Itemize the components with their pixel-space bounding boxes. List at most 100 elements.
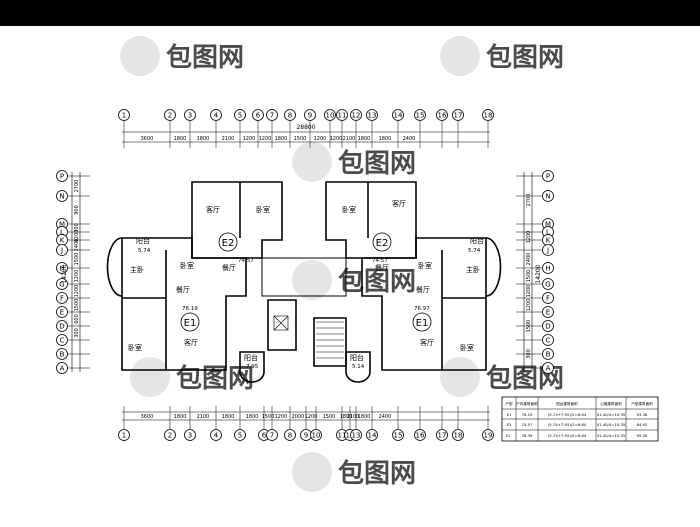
room-label-balcony: 阳台 [136,236,150,245]
dimension-top: 3600 [141,136,154,142]
dimension-right: 1200 [526,299,532,312]
axis-right-bubble [542,244,554,256]
dimension-top: 2100 [222,136,235,142]
dimension-left: 1200 [74,285,80,298]
table-cell: 76.19 [522,412,533,417]
watermark-text: 包图网 [338,148,416,179]
dimension-right: 1500 [526,320,532,333]
axis-bottom-label: 3 [188,432,192,440]
axis-right-bubble [542,262,554,274]
axis-bottom-bubble [284,429,296,441]
axis-top-label: 5 [238,112,242,120]
balcony-area-center-right: 5.14 [352,364,365,370]
axis-bottom-label: 9 [304,432,308,440]
dimension-left: 1500 [74,253,80,266]
axis-bottom-label: 2 [168,432,172,440]
dimension-left: 2700 [74,180,80,193]
axis-bottom-label: 8 [288,432,292,440]
axis-left-label: A [60,365,65,373]
table-cell: 84.92 [637,422,648,427]
watermark-text: 包图网 [166,42,244,73]
dimension-top: 2100 [343,136,356,142]
balcony-area-right: 5.74 [468,248,481,254]
axis-top-label: 10 [326,112,335,120]
dimension-bottom: 1200 [305,414,318,420]
axis-top-bubble [392,109,404,121]
table-cell: 41.40/4=10.35 [597,422,626,427]
axis-top-label: 14 [394,112,403,120]
dimension-bottom: 2100 [347,414,360,420]
axis-right-label: B [546,351,551,359]
dimension-bottom: 1800 [358,414,371,420]
axis-bottom-bubble [482,429,494,441]
axis-left-bubble [56,348,68,360]
axis-right-label: C [546,337,551,345]
total-depth-dimension-left: 14200 [61,264,68,283]
axis-right-label: E [546,309,550,317]
dimension-left: 1500 [74,299,80,312]
axis-top-bubble [164,109,176,121]
table-cell: 41.40/4=10.35 [597,412,626,417]
room-label-bedroom: 卧室 [128,343,142,352]
building-walls [106,181,502,383]
axis-bottom-bubble [366,429,378,441]
dimension-lines [71,131,533,421]
axis-right-label: G [545,281,550,289]
unit-tags: E2 74.57 E2 74.57 E1 76.19 E1 76.97 5.74… [138,232,481,370]
dimension-right: 2400 [526,253,532,266]
axis-left-label: C [60,337,65,345]
axis-top-bubble [366,109,378,121]
watermark-text: 包图网 [176,363,254,394]
axis-top-bubble [324,109,336,121]
table-header: 阳台建筑面积 [556,401,578,406]
axis-left-label: J [60,247,63,255]
axis-bottom-label: 14 [368,432,377,440]
dimension-left: 900 [74,205,80,215]
axis-bottom-bubble [210,429,222,441]
unit-tag-e1-left: E1 [184,318,197,329]
axis-right-label: L [546,229,550,237]
axis-left-bubble [56,262,68,274]
axis-right-label: J [546,247,549,255]
table-header: 公摊建筑面积 [600,401,622,406]
dimension-top: 1200 [314,136,327,142]
axis-top-label: 17 [454,112,463,120]
table-cell: E1' [506,433,512,438]
dimension-bottom: 1800 [222,414,235,420]
room-label-balcony: 阳台 [244,353,258,362]
dimension-left: 2400 [74,239,80,252]
axis-left-label: E [60,309,64,317]
axis-left-label: P [60,173,64,181]
axis-top-bubble [252,109,264,121]
table-cell: 41.40/4=10.35 [597,433,626,438]
table-header: 户型建筑面积 [631,401,653,406]
axis-bottom-label: 6 [262,432,267,440]
axis-bottom-bubble [350,429,362,441]
axis-bottom-label: 10 [312,432,321,440]
axis-right-bubble [542,292,554,304]
axis-top-label: 2 [168,112,172,120]
room-label-master: 主卧 [466,265,480,274]
table-cell: 74.57 [522,422,533,427]
axis-left-label: B [60,351,65,359]
total-depth-dimension-right: 14200 [535,264,542,283]
dimension-top: 1800 [379,136,392,142]
axis-right-label: K [546,237,551,245]
axis-bottom-bubble [184,429,196,441]
unit-area-e2-right: 74.57 [372,258,388,264]
dimension-bottom: 1800 [174,414,187,420]
axis-left-label: M [59,221,65,229]
dimension-left: 300 [74,223,80,233]
axis-left-bubble [56,170,68,182]
table-cell: 78.39 [522,433,533,438]
axis-top-label: 13 [368,112,377,120]
table-cell: E2 [507,422,512,427]
axis-right-bubble [542,348,554,360]
table-cell: 93.38 [637,412,648,417]
watermark-text: 包图网 [338,458,416,489]
